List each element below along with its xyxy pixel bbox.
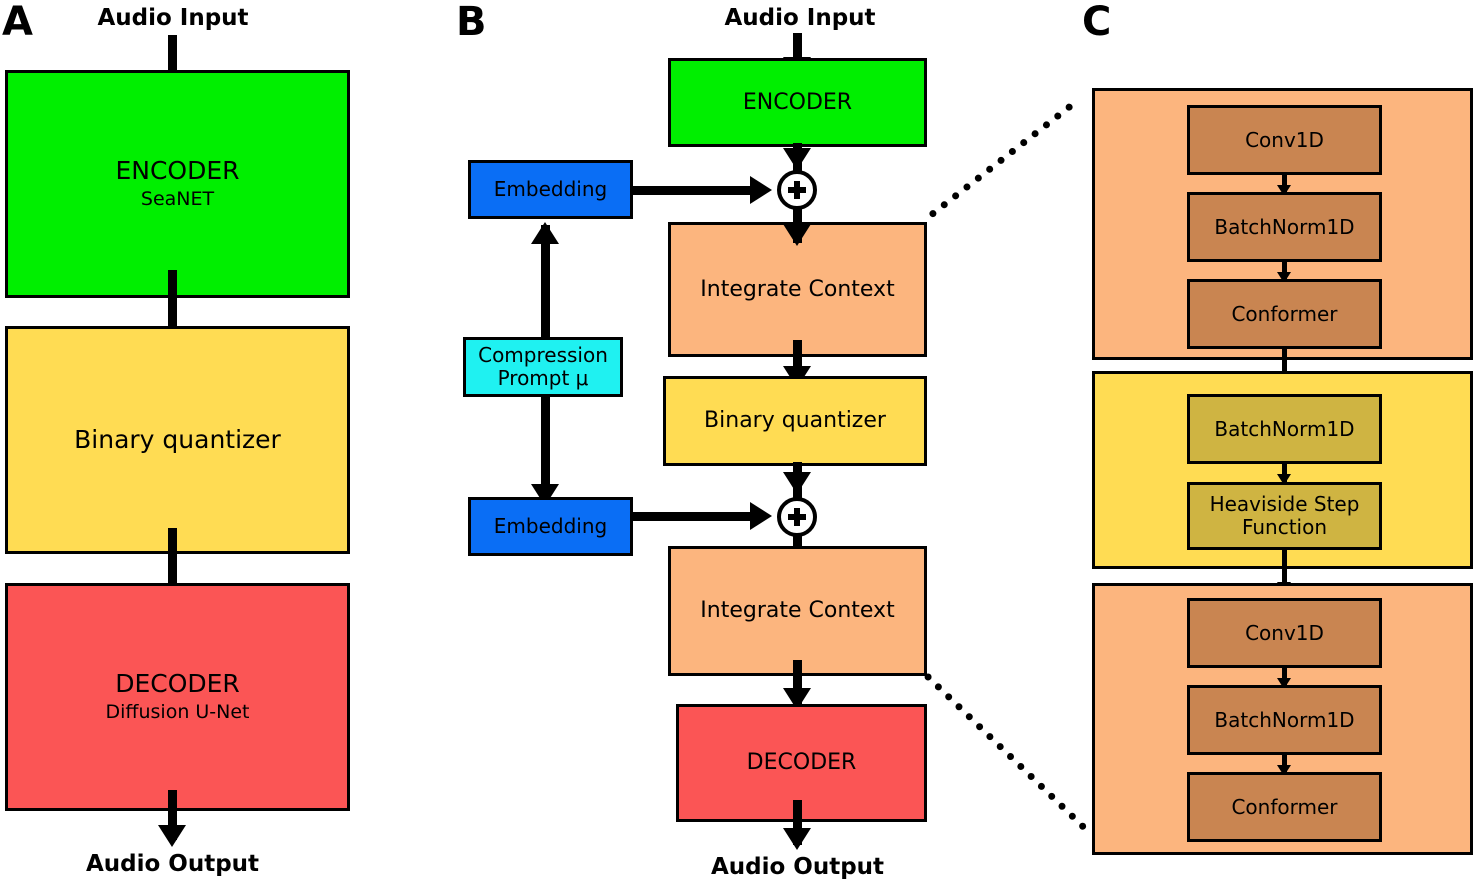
panel-a-encoder-subtitle: SeaNET bbox=[140, 187, 215, 210]
panel-c-g1-conv1d-box: Conv1D bbox=[1187, 105, 1382, 175]
panel-a-decoder-title: DECODER bbox=[115, 669, 240, 699]
panel-b-arrow-ic-dec-stem bbox=[793, 660, 802, 712]
panel-c-g3-conformer-label: Conformer bbox=[1231, 794, 1338, 819]
panel-b-arrow-quant-plus-head bbox=[783, 472, 811, 494]
panel-b-quantizer-box: Binary quantizer bbox=[663, 376, 927, 466]
panel-b-embedding-bottom-title: Embedding bbox=[493, 514, 608, 538]
panel-b-add-node-bottom bbox=[777, 497, 817, 537]
panel-b-input-label: Audio Input bbox=[724, 5, 876, 31]
panel-b-arrow-output-head bbox=[783, 828, 811, 850]
panel-c-g2-batchnorm-box: BatchNorm1D bbox=[1187, 394, 1382, 464]
panel-label-a: A bbox=[2, 0, 33, 45]
panel-c-g3-conformer-box: Conformer bbox=[1187, 772, 1382, 842]
panel-c-g2-batchnorm-label: BatchNorm1D bbox=[1214, 416, 1355, 441]
panel-c-g1-arrow-1-head bbox=[1277, 185, 1291, 196]
panel-b-compression-prompt-title: Compression Prompt μ bbox=[478, 343, 608, 390]
panel-c-arrow-g1-g2-stem bbox=[1282, 346, 1287, 391]
dashed-connector-bottom bbox=[923, 672, 1088, 832]
panel-a-quantizer-box: Binary quantizer bbox=[5, 326, 350, 554]
panel-b-arrow-enc-plus-head bbox=[783, 148, 811, 170]
panel-b-arrow-output-stem bbox=[793, 800, 802, 845]
panel-c-g1-conformer-box: Conformer bbox=[1187, 279, 1382, 349]
panel-c-g1-conformer-label: Conformer bbox=[1231, 301, 1338, 326]
panel-b-arrow-prompt-down-stem bbox=[541, 394, 550, 506]
panel-b-arrow-prompt-up-head bbox=[531, 222, 559, 244]
panel-c-g3-conv1d-label: Conv1D bbox=[1245, 620, 1324, 645]
panel-b-integrate-context-bottom-title: Integrate Context bbox=[700, 598, 895, 624]
panel-c-g1-batchnorm-label: BatchNorm1D bbox=[1214, 214, 1355, 239]
panel-c-g3-arrow-1-head bbox=[1277, 678, 1291, 689]
panel-b-arrow-emb-bottom-stem bbox=[633, 512, 761, 521]
panel-b-add-node-top bbox=[777, 170, 817, 210]
panel-b-arrow-prompt-up-stem bbox=[541, 225, 550, 340]
panel-c-g1-conv1d-label: Conv1D bbox=[1245, 127, 1324, 152]
panel-b-arrow-emb-top-head bbox=[750, 176, 772, 204]
panel-a-quantizer-title: Binary quantizer bbox=[74, 424, 281, 454]
panel-c-g1-arrow-2-head bbox=[1277, 272, 1291, 283]
panel-a-arrow-quant-dec-stem bbox=[168, 528, 177, 608]
panel-label-b: B bbox=[456, 0, 487, 45]
panel-c-g2-arrow-1-head bbox=[1277, 474, 1291, 485]
panel-b-decoder-title: DECODER bbox=[746, 750, 857, 776]
panel-c-g3-arrow-2-head bbox=[1277, 765, 1291, 776]
panel-c-g1-arrow-1-stem bbox=[1282, 172, 1287, 197]
panel-b-embedding-bottom-box: Embedding bbox=[468, 497, 633, 556]
panel-b-quantizer-title: Binary quantizer bbox=[704, 408, 886, 434]
panel-a-input-label: Audio Input bbox=[97, 5, 249, 31]
panel-c-g1-batchnorm-box: BatchNorm1D bbox=[1187, 192, 1382, 262]
panel-b-arrow-emb-bottom-head bbox=[750, 502, 772, 530]
panel-b-compression-prompt-box: Compression Prompt μ bbox=[463, 337, 623, 397]
panel-c-g3-arrow-2-stem bbox=[1282, 752, 1287, 777]
panel-a-encoder-title: ENCODER bbox=[115, 156, 240, 186]
dashed-connector-top bbox=[928, 102, 1075, 219]
panel-c-g3-conv1d-box: Conv1D bbox=[1187, 598, 1382, 668]
panel-a-arrow-output-head bbox=[158, 825, 186, 847]
panel-c-g2-heaviside-label: Heaviside Step Function bbox=[1209, 492, 1360, 539]
panel-b-encoder-title: ENCODER bbox=[742, 89, 853, 115]
panel-c-g3-batchnorm-label: BatchNorm1D bbox=[1214, 707, 1355, 732]
panel-b-arrow-input-stem bbox=[793, 33, 802, 68]
panel-c-arrow-g2-g3-stem bbox=[1282, 547, 1287, 595]
panel-a-arrow-enc-quant-stem bbox=[168, 270, 177, 350]
panel-label-c: C bbox=[1082, 0, 1112, 45]
panel-a-encoder-box: ENCODER SeaNET bbox=[5, 70, 350, 298]
panel-b-integrate-context-bottom-box: Integrate Context bbox=[668, 546, 927, 676]
panel-b-arrow-plus-ic-head bbox=[783, 224, 811, 246]
panel-a-arrow-output-stem bbox=[168, 790, 177, 840]
panel-a-output-label: Audio Output bbox=[85, 851, 260, 877]
panel-b-integrate-context-top-title: Integrate Context bbox=[700, 276, 895, 302]
panel-c-g3-arrow-1-stem bbox=[1282, 665, 1287, 690]
panel-a-decoder-box: DECODER Diffusion U-Net bbox=[5, 583, 350, 811]
panel-c-g3-batchnorm-box: BatchNorm1D bbox=[1187, 685, 1382, 755]
panel-a-decoder-subtitle: Diffusion U-Net bbox=[105, 700, 250, 723]
panel-b-encoder-box: ENCODER bbox=[668, 58, 927, 147]
panel-a-arrow-input-stem bbox=[168, 35, 177, 83]
panel-b-arrow-ic-quant-stem bbox=[793, 340, 802, 390]
panel-b-arrow-emb-top-stem bbox=[633, 186, 761, 195]
panel-b-embedding-top-box: Embedding bbox=[468, 160, 633, 219]
panel-b-output-label: Audio Output bbox=[710, 854, 885, 880]
panel-b-embedding-top-title: Embedding bbox=[493, 177, 608, 201]
panel-c-g2-arrow-1-stem bbox=[1282, 461, 1287, 486]
panel-c-g1-arrow-2-stem bbox=[1282, 259, 1287, 284]
panel-c-g2-heaviside-box: Heaviside Step Function bbox=[1187, 482, 1382, 550]
